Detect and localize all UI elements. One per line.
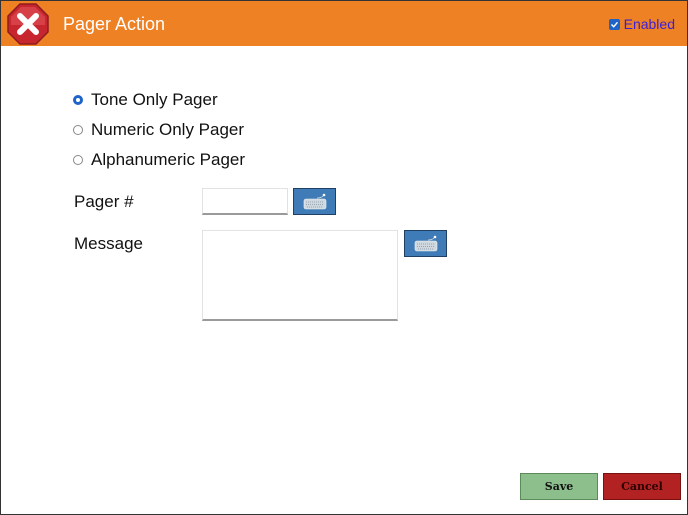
message-keyboard-button[interactable] [404,230,447,257]
pager-number-input[interactable] [202,188,288,215]
checkbox-checked-icon[interactable] [608,18,620,30]
close-button[interactable] [7,3,49,45]
pager-number-label: Pager # [74,192,134,211]
dialog-title: Pager Action [63,14,166,34]
dialog-header: Pager Action Enabled [1,1,687,46]
enabled-label: Enabled [623,16,675,32]
radio-label: Numeric Only Pager [91,120,245,139]
radio-tone-only[interactable]: Tone Only Pager [73,90,218,110]
save-button[interactable]: Save [520,473,598,500]
keyboard-icon [303,193,326,209]
radio-label: Alphanumeric Pager [91,150,246,169]
pager-keyboard-button[interactable] [293,188,336,215]
radio-alphanumeric[interactable]: Alphanumeric Pager [73,150,245,170]
radio-unselected-icon[interactable] [73,155,83,165]
radio-selected-icon[interactable] [73,95,83,105]
keyboard-icon [414,235,437,251]
cancel-button[interactable]: Cancel [603,473,681,500]
radio-label: Tone Only Pager [91,90,218,109]
enabled-checkbox[interactable]: Enabled [608,16,675,32]
radio-numeric-only[interactable]: Numeric Only Pager [73,120,244,140]
radio-unselected-icon[interactable] [73,125,83,135]
message-label: Message [74,234,143,253]
close-x-octagon-icon [7,3,49,45]
message-textarea[interactable] [202,230,398,321]
